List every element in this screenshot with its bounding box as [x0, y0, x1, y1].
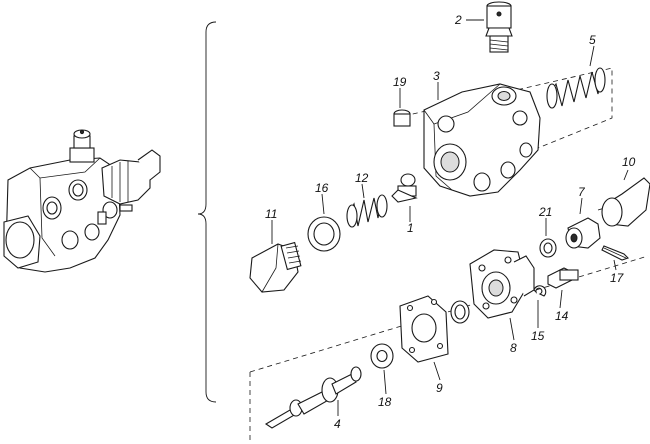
part-7-cup: [565, 217, 601, 249]
callout-4: 4: [334, 417, 341, 431]
callout-9: 9: [436, 381, 443, 395]
callout-11: 11: [265, 207, 277, 221]
axis-lower: [249, 255, 649, 373]
callout-2: 2: [454, 13, 462, 27]
part-5-spring: [546, 67, 606, 109]
callout-5: 5: [589, 33, 596, 47]
part-9-gasket: [399, 295, 449, 363]
part-14-bolt: [547, 267, 579, 289]
part-12-spring: [346, 194, 388, 228]
part-8-flange: [469, 249, 535, 319]
callout-numbers: 2 3 19 5 12 16 1 11 10 7 21 17 14 15 8 9…: [265, 13, 636, 431]
part-11-plug: [249, 241, 302, 293]
callout-16: 16: [315, 181, 329, 195]
callout-14: 14: [555, 309, 569, 323]
part-15-clip: [533, 285, 547, 297]
part-3-valve-body: [423, 83, 541, 197]
callout-18: 18: [378, 395, 392, 409]
part-18-washer: [370, 343, 394, 369]
part-10-boot-cap: [601, 177, 650, 227]
part-2-bleed-screw: [485, 1, 513, 53]
axis-upper: [403, 67, 613, 153]
callout-15: 15: [531, 329, 545, 343]
callout-17: 17: [610, 271, 625, 285]
part-1-screw: [391, 173, 418, 203]
part-4-push-rod: [264, 366, 362, 429]
callout-21: 21: [538, 205, 552, 219]
callout-10: 10: [622, 155, 636, 169]
callout-19: 19: [393, 75, 407, 89]
leader-lines: [271, 19, 629, 416]
callout-12: 12: [355, 171, 369, 185]
callout-1: 1: [407, 221, 414, 235]
callout-7: 7: [578, 185, 586, 199]
o-ring: [450, 300, 470, 324]
part-21-ring: [539, 238, 557, 258]
part-16-ring: [307, 216, 341, 252]
part-17-pin: [601, 245, 630, 261]
assembled-valve: [3, 129, 161, 273]
group-bracket: [197, 21, 217, 403]
part-19-screw: [393, 109, 411, 127]
callout-3: 3: [433, 69, 440, 83]
callout-8: 8: [510, 341, 517, 355]
